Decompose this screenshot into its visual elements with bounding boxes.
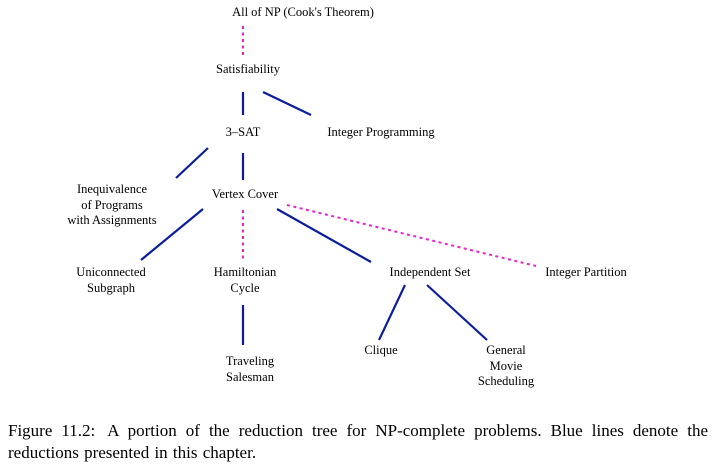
edge-vertex-cover-uniconnected-subgraph [140, 208, 204, 261]
node-traveling-salesman: Traveling Salesman [225, 354, 275, 384]
node-integer-programming: Integer Programming [327, 125, 435, 139]
node-integer-partition: Integer Partition [545, 265, 627, 279]
node-general-movie-scheduling: General Movie Scheduling [477, 343, 535, 388]
node-inequivalence: Inequivalence of Programs with Assignmen… [67, 182, 157, 227]
node-independent-set: Independent Set [389, 265, 471, 279]
node-satisfiability: Satisfiability [216, 62, 280, 76]
edge-vertex-cover-independent-set [276, 208, 372, 263]
node-uniconnected-subgraph: Uniconnected Subgraph [76, 265, 146, 295]
edge-3sat-inequivalence [175, 147, 209, 179]
node-clique: Clique [364, 343, 398, 357]
node-hamiltonian-cycle: Hamiltonian Cycle [213, 265, 277, 295]
node-3sat: 3–SAT [225, 125, 261, 139]
edge-satisfiability-integer-programming [262, 91, 312, 116]
node-all-np: All of NP (Cook's Theorem) [232, 5, 374, 19]
reduction-tree-edges [140, 26, 537, 345]
figure-caption-label: Figure 11.2: [8, 421, 96, 440]
figure-caption-text: A portion of the reduction tree for NP-c… [8, 421, 708, 462]
figure-caption: Figure 11.2:A portion of the reduction t… [8, 420, 708, 464]
node-vertex-cover: Vertex Cover [211, 187, 279, 201]
edge-independent-set-general-movie-scheduling [426, 284, 488, 341]
edge-independent-set-clique [378, 284, 406, 341]
